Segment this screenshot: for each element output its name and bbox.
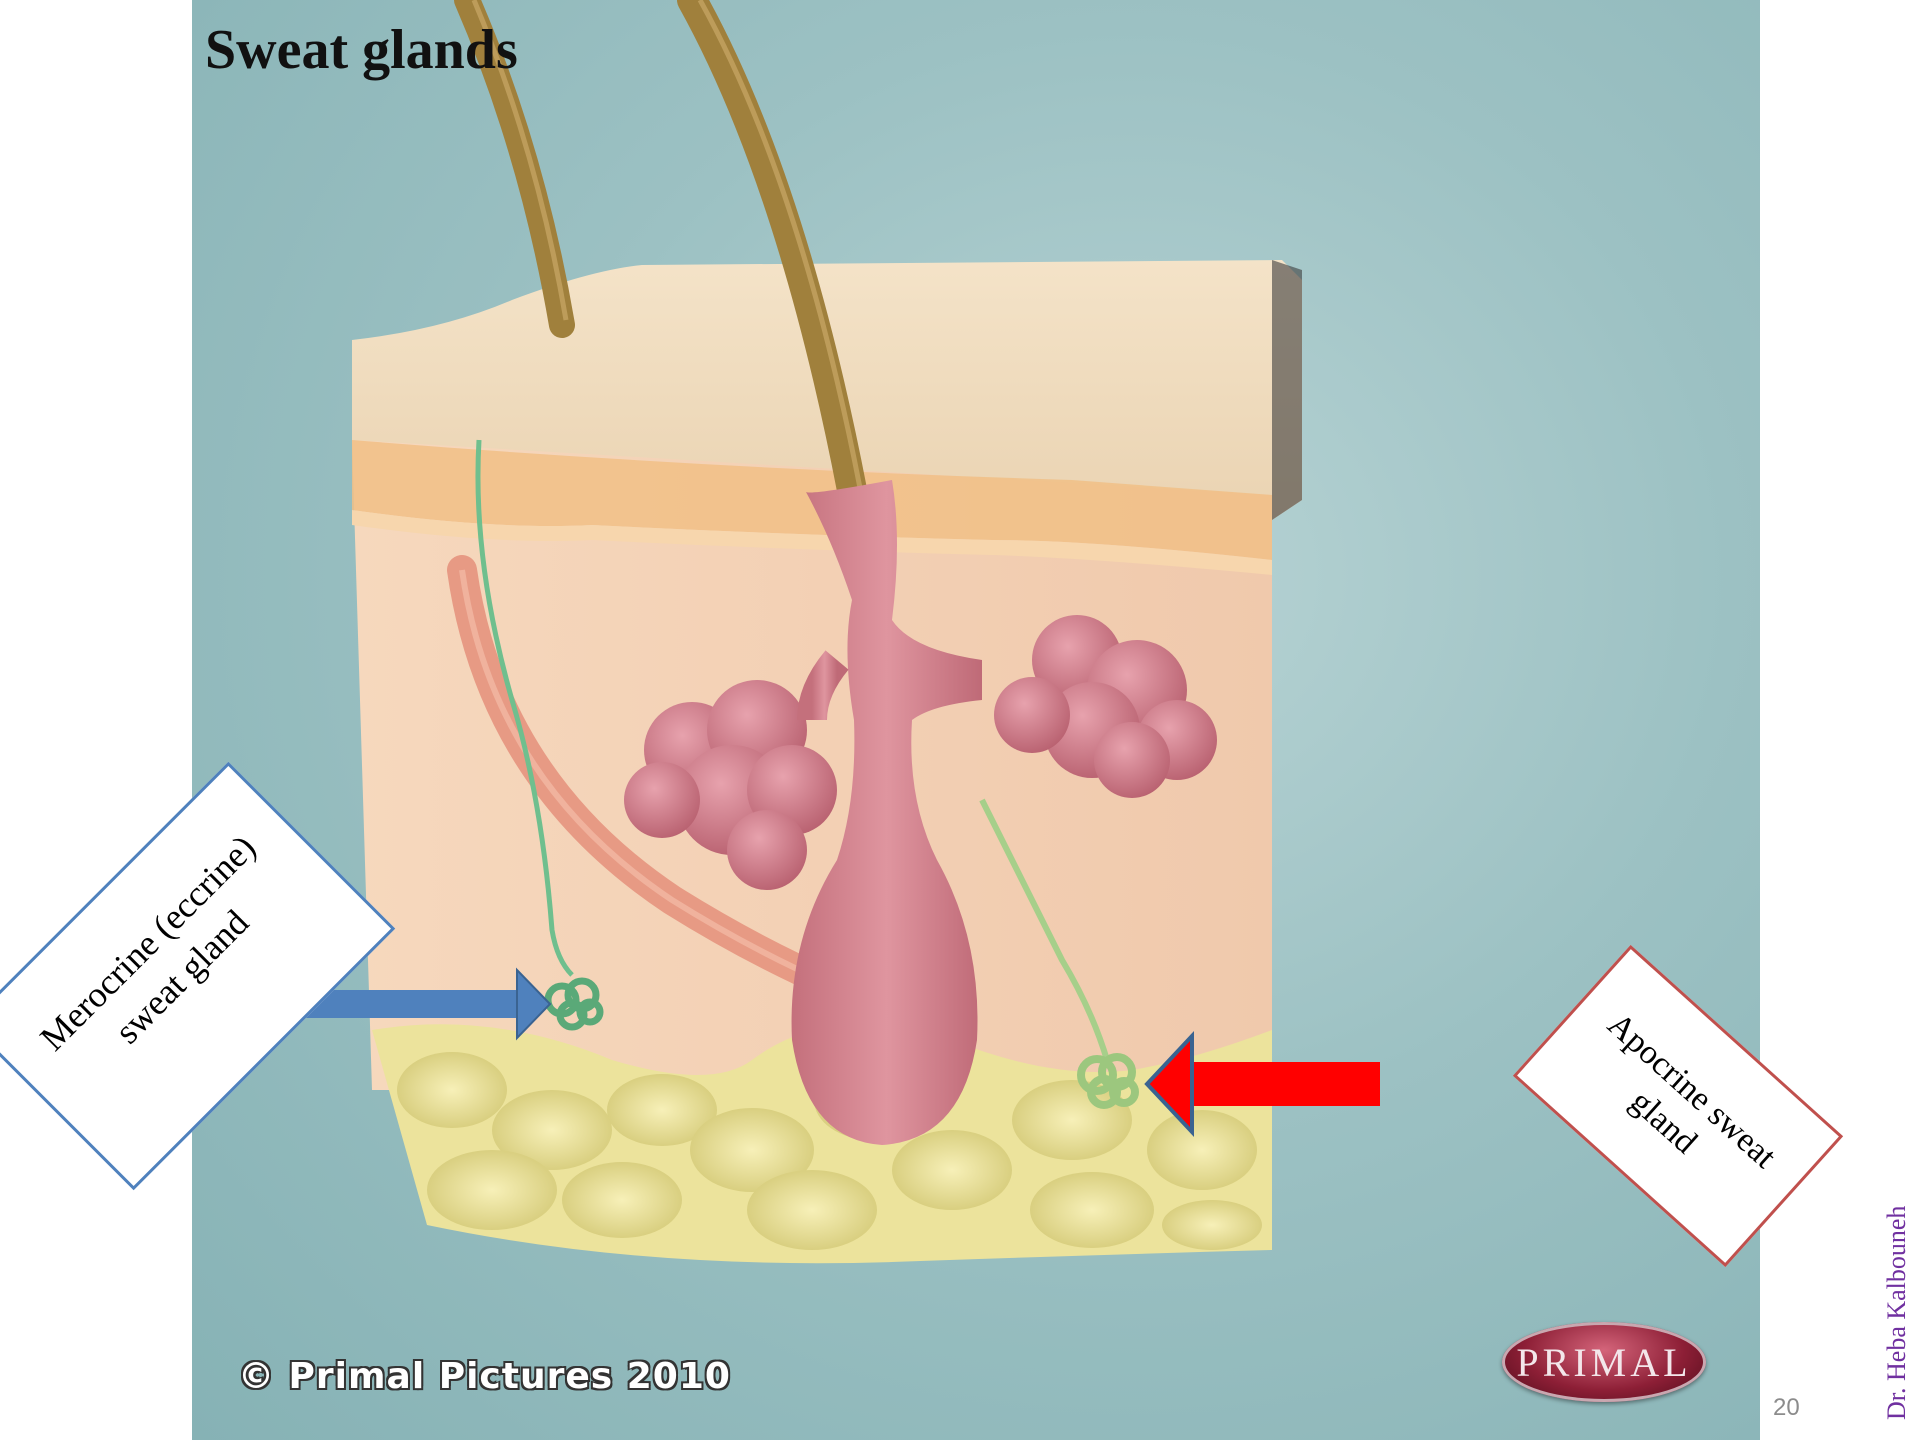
skin-right-edge (1272, 260, 1302, 520)
author-credit: Dr. Heba Kalbouneh (1882, 1206, 1912, 1420)
logo-text: PRIMAL (1502, 1339, 1706, 1386)
copyright-notice: © Primal Pictures 2010 (238, 1356, 731, 1397)
slide-title: Sweat glands (205, 18, 518, 82)
primal-logo: PRIMAL (1502, 1322, 1706, 1402)
skin-illustration (192, 0, 1760, 1440)
skin-block-diagram (192, 0, 1760, 1440)
page-number: 20 (1773, 1394, 1800, 1422)
